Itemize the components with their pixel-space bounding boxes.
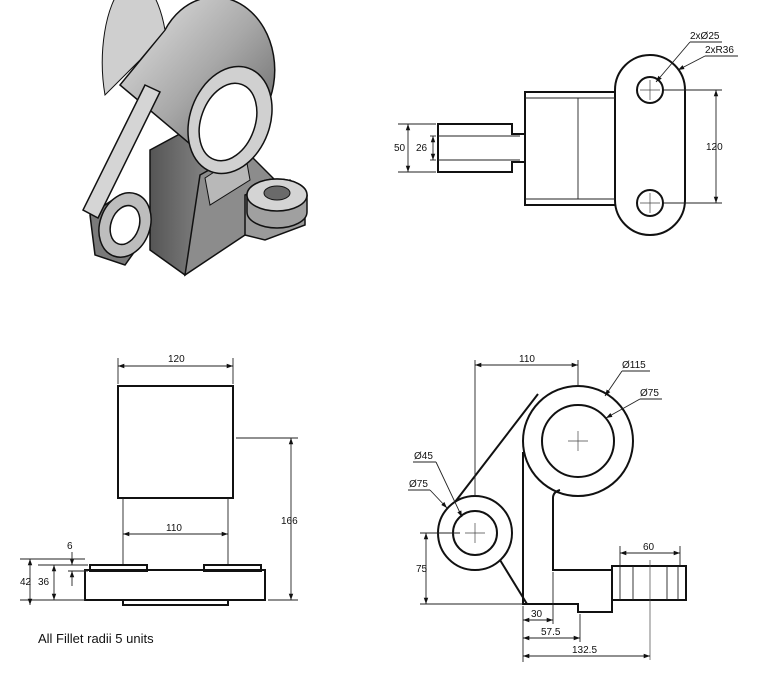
dim-120-spacing: 120 xyxy=(706,142,723,153)
dim-42-total: 42 xyxy=(20,577,32,588)
dim-57-5-base: 57.5 xyxy=(541,627,561,638)
top-view: 120 50 26 2xØ25 2xR36 xyxy=(394,31,738,236)
dim-60-width: 60 xyxy=(643,542,655,553)
label-dia-75-lower: Ø75 xyxy=(409,479,428,490)
dim-75-height: 75 xyxy=(416,564,428,575)
label-end-radius: 2xR36 xyxy=(705,45,734,56)
label-dia-45: Ø45 xyxy=(414,451,433,462)
dim-36-flange: 36 xyxy=(38,577,50,588)
label-dia-75-upper: Ø75 xyxy=(640,388,659,399)
front-view: 120 110 166 6 36 42 xyxy=(20,354,298,606)
dim-120-width: 120 xyxy=(168,354,185,365)
dim-132-5-base: 132.5 xyxy=(572,645,597,656)
dim-26-bore: 26 xyxy=(416,143,428,154)
side-view: 110 Ø115 Ø75 Ø45 Ø75 75 60 30 57.5 xyxy=(408,354,687,662)
label-dia-115: Ø115 xyxy=(622,360,646,371)
isometric-view xyxy=(82,0,308,277)
dim-30-base: 30 xyxy=(531,609,543,620)
dim-110-width: 110 xyxy=(166,523,182,534)
label-hole-diameter: 2xØ25 xyxy=(690,31,720,42)
fillet-note: All Fillet radii 5 units xyxy=(38,631,154,646)
dim-50-boss: 50 xyxy=(394,143,406,154)
dim-110-spacing: 110 xyxy=(519,354,535,365)
dim-166-height: 166 xyxy=(281,516,298,527)
dim-6-step: 6 xyxy=(67,541,73,552)
